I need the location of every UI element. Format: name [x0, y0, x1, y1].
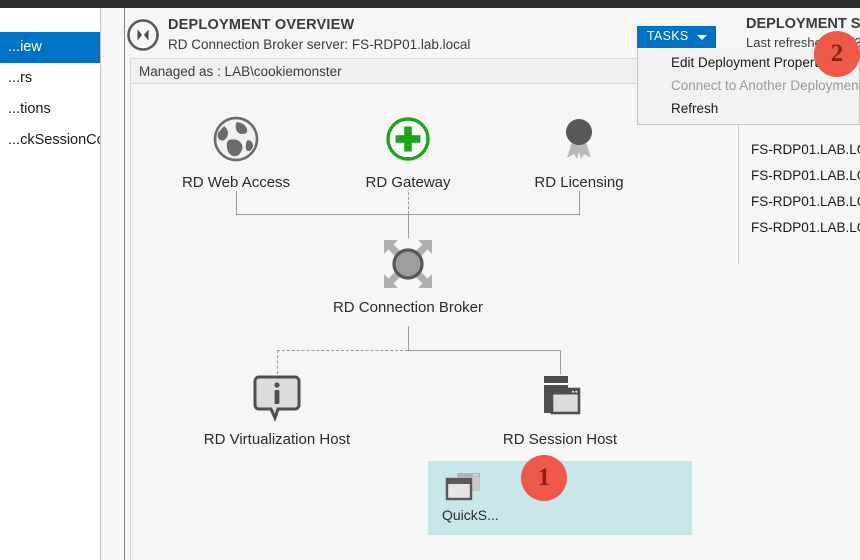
node-rd-gateway[interactable]: RD Gateway — [323, 112, 493, 191]
menu-item-connect-to-another-deployment-label: Connect to Another Deployment — [671, 78, 860, 93]
page-title: DEPLOYMENT OVERVIEW — [168, 17, 355, 33]
menu-item-refresh[interactable]: Refresh — [638, 97, 859, 120]
managed-as-text: Managed as : LAB\cookiemonster — [139, 64, 342, 79]
menu-item-edit-deployment-properties-label: Edit Deployment Properties — [671, 55, 836, 70]
node-rd-connection-broker[interactable]: RD Connection Broker — [323, 237, 493, 316]
node-rd-virtualization-host[interactable]: RD Virtualization Host — [192, 369, 362, 448]
quick-session-collection-tile-label: QuickS... — [442, 507, 499, 523]
menu-item-connect-to-another-deployment: Connect to Another Deployment — [638, 74, 860, 97]
node-rd-connection-broker-label: RD Connection Broker — [332, 299, 484, 316]
node-rd-licensing-label: RD Licensing — [534, 174, 624, 191]
connector-gateway-dashed-upper — [408, 192, 409, 214]
deployment-overview-icon — [126, 18, 160, 52]
tasks-dropdown-menu: Edit Deployment Properties Connect to An… — [637, 48, 860, 125]
tasks-button-label: TASKS — [647, 29, 689, 43]
node-rd-virtualization-host-label: RD Virtualization Host — [203, 431, 351, 448]
sidebar-item-overview-label: ...iew — [8, 39, 42, 55]
node-rd-session-host[interactable]: RD Session Host — [475, 369, 645, 448]
menu-item-refresh-label: Refresh — [671, 101, 719, 116]
node-rd-session-host-label: RD Session Host — [502, 431, 618, 448]
nav-content-gutter — [101, 8, 125, 560]
connector-broker-lower-stem — [408, 326, 409, 350]
info-callout-icon — [192, 369, 362, 423]
node-rd-web-access[interactable]: RD Web Access — [151, 112, 321, 191]
connector-licensing-leg — [579, 191, 580, 215]
deployment-servers-grid: Server FQDN FS-RDP01.LAB.LOCAL FS-RDP01.… — [738, 104, 860, 264]
page-header-text: DEPLOYMENT OVERVIEW RD Connection Broker… — [168, 16, 470, 54]
sidebar-item-collections-label: ...tions — [8, 101, 51, 117]
navigation-pane: ...iew ...rs ...tions ...ckSessionCo... — [0, 8, 101, 560]
award-ribbon-icon — [494, 112, 664, 166]
session-host-windows-icon — [475, 369, 645, 423]
node-rd-licensing[interactable]: RD Licensing — [494, 112, 664, 191]
connector-broker-stem — [408, 214, 409, 238]
page-header: DEPLOYMENT OVERVIEW RD Connection Broker… — [126, 12, 746, 58]
sidebar-item-quick-session-collection-label: ...ckSessionCo... — [8, 132, 100, 148]
node-rd-gateway-label: RD Gateway — [365, 174, 451, 191]
tasks-button[interactable]: TASKS — [637, 26, 716, 48]
page-subtitle: RD Connection Broker server: FS-RDP01.la… — [168, 37, 471, 52]
node-rd-web-access-label: RD Web Access — [181, 174, 291, 191]
connector-session-host-branch — [408, 350, 560, 351]
sidebar-item-servers-label: ...rs — [8, 70, 33, 86]
sidebar-item-servers[interactable]: ...rs — [0, 63, 100, 94]
sidebar-item-collections[interactable]: ...tions — [0, 94, 100, 125]
sidebar-item-overview[interactable]: ...iew — [0, 32, 100, 63]
deployment-servers-title: DEPLOYMENT SER — [746, 16, 860, 32]
broker-arrows-icon — [323, 237, 493, 291]
collection-windows-icon — [444, 471, 484, 503]
globe-icon — [151, 112, 321, 166]
table-row[interactable]: FS-RDP01.LAB.LOCAL — [751, 220, 860, 235]
window-title-bar — [0, 0, 860, 8]
annotation-badge-1: 1 — [521, 455, 567, 501]
table-row[interactable]: FS-RDP01.LAB.LOCAL — [751, 194, 860, 209]
chevron-down-icon — [697, 35, 707, 40]
menu-item-edit-deployment-properties[interactable]: Edit Deployment Properties — [638, 51, 859, 74]
green-plus-circle-icon — [323, 112, 493, 166]
annotation-badge-2: 2 — [814, 31, 860, 77]
connector-top-horizontal — [236, 214, 579, 215]
connector-virtualization-branch-dashed — [277, 350, 408, 351]
table-row[interactable]: FS-RDP01.LAB.LOCAL — [751, 168, 860, 183]
sidebar-item-quick-session-collection[interactable]: ...ckSessionCo... — [0, 125, 100, 156]
connector-session-host-leg — [560, 350, 561, 374]
connector-web-access-leg — [236, 191, 237, 215]
connector-virtualization-leg-dashed — [277, 350, 278, 374]
table-row[interactable]: FS-RDP01.LAB.LOCAL — [751, 142, 860, 157]
